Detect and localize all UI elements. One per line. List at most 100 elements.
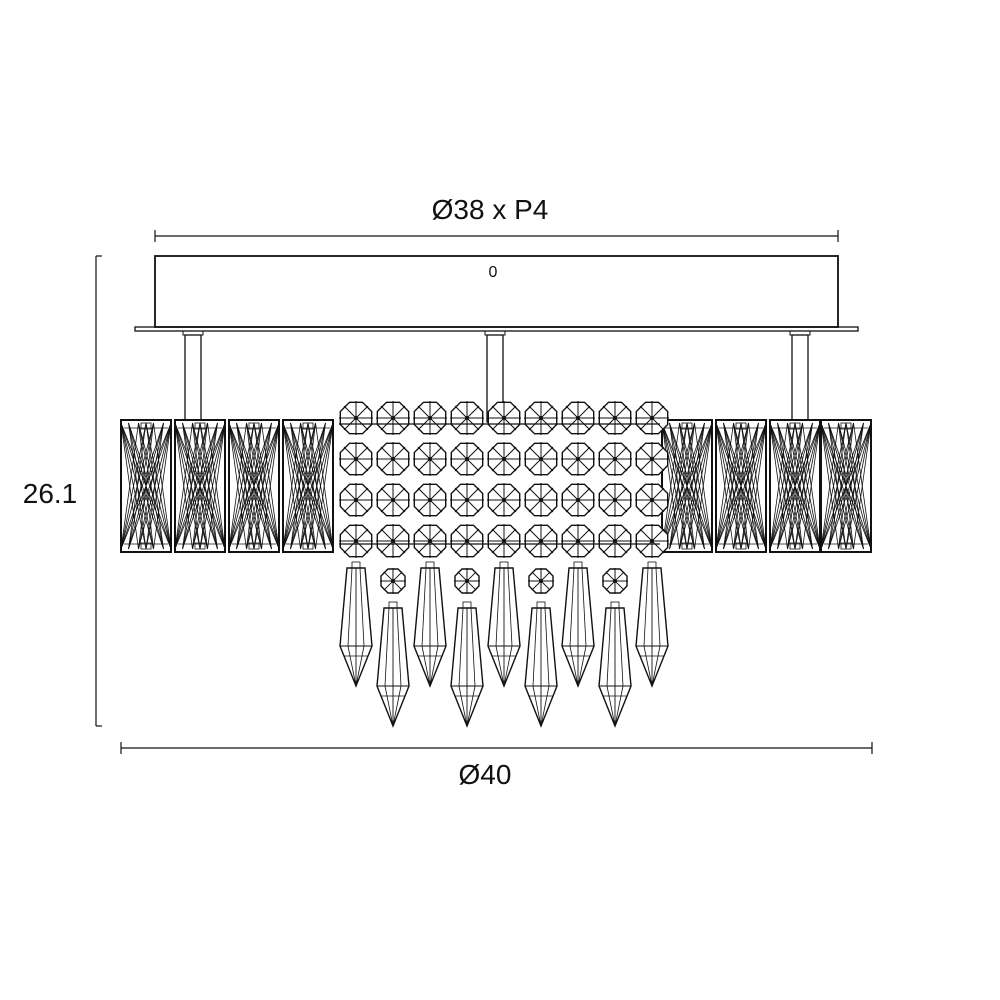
pendant-drop: [635, 561, 669, 688]
clip: [681, 422, 693, 430]
facet-line: [845, 422, 872, 550]
drop-facet: [347, 567, 353, 647]
drop-facet: [347, 645, 357, 687]
facet-line: [261, 422, 280, 550]
drop-facet: [495, 645, 505, 687]
octagon-crystal: [339, 483, 373, 517]
rod: [184, 334, 202, 423]
support-rod: [182, 330, 204, 423]
facet-line: [733, 422, 767, 550]
octagon-crystal: [635, 524, 669, 558]
facet-line: [715, 422, 759, 550]
pendant-drop: [413, 561, 447, 688]
octagon-center: [502, 539, 506, 543]
facet-line: [174, 422, 201, 550]
facet-line: [228, 422, 262, 550]
clip: [735, 422, 747, 430]
facet-line: [715, 422, 767, 550]
octagon-center: [613, 539, 617, 543]
octagon-crystal: [635, 442, 669, 476]
facet-line: [207, 422, 226, 550]
pendant-drop: [450, 601, 484, 728]
octagon-crystal: [380, 568, 406, 594]
octagon-crystal: [524, 401, 558, 435]
octagon-center: [428, 539, 432, 543]
octagon-crystal: [598, 483, 632, 517]
drop-hook: [647, 561, 657, 569]
top-width-label: Ø38 x P4: [431, 194, 549, 225]
facet-line: [828, 422, 872, 550]
clip: [248, 422, 260, 430]
octagon-crystal: [602, 568, 628, 594]
facet-line: [128, 422, 154, 550]
facet-line: [661, 422, 688, 550]
facet-line: [120, 422, 154, 550]
octagon-center: [354, 457, 358, 461]
octagon-crystal: [487, 401, 521, 435]
octagon-crystal: [598, 524, 632, 558]
facet-line: [138, 422, 172, 550]
octagon-center: [613, 416, 617, 420]
facet-line: [828, 422, 854, 550]
octagon-center: [650, 498, 654, 502]
drop-hook: [388, 601, 398, 609]
facet-line: [228, 422, 247, 550]
facet-line: [838, 422, 872, 550]
facet-line: [228, 422, 272, 550]
facet-line: [661, 422, 680, 550]
facet-line: [769, 422, 821, 550]
octagon-center: [539, 579, 543, 583]
facet-line: [228, 422, 255, 550]
crystal-block: [769, 419, 821, 553]
octagon-crystal: [561, 442, 595, 476]
octagon-center: [391, 539, 395, 543]
drop-facet: [614, 685, 624, 727]
drop-facet: [359, 567, 365, 647]
facet-line: [120, 422, 164, 550]
crystal-block: [282, 419, 334, 553]
facet-line: [733, 422, 759, 550]
octagon-crystal: [413, 401, 447, 435]
octagon-crystal: [450, 483, 484, 517]
octagon-center: [354, 416, 358, 420]
drop-hook: [351, 561, 361, 569]
facet-line: [715, 422, 734, 550]
octagon-center: [391, 457, 395, 461]
octagon-center: [613, 579, 617, 583]
facet-line: [290, 422, 316, 550]
facet-line: [174, 422, 193, 550]
facet-line: [182, 422, 208, 550]
octagon-center: [465, 457, 469, 461]
crystal-block: [661, 419, 713, 553]
drop-facet: [643, 567, 649, 647]
drop-hook: [462, 601, 472, 609]
pendant-drop: [487, 561, 521, 688]
octagon-center: [465, 539, 469, 543]
drop-facet: [421, 645, 431, 687]
octagon-center: [391, 416, 395, 420]
octagon-center: [539, 498, 543, 502]
crystal-block: [715, 419, 767, 553]
facet-line: [715, 422, 749, 550]
facet-line: [820, 422, 839, 550]
facet-line: [120, 422, 172, 550]
drop-facet: [532, 685, 542, 727]
octagon-center: [502, 416, 506, 420]
facet-line: [282, 422, 326, 550]
clip: [840, 542, 852, 550]
drop-facet: [532, 607, 538, 687]
octagon-center: [650, 416, 654, 420]
drop-facet: [470, 607, 476, 687]
clip: [194, 422, 206, 430]
drop-facet: [643, 645, 653, 687]
drop-facet: [581, 567, 587, 647]
facet-line: [679, 422, 713, 550]
facet-line: [820, 422, 847, 550]
facet-line: [246, 422, 280, 550]
octagon-crystal: [376, 524, 410, 558]
clip: [789, 422, 801, 430]
top-dimension-line: [154, 230, 839, 242]
pendant-drop: [561, 561, 595, 688]
octagon-center: [576, 498, 580, 502]
drop-facet: [433, 567, 439, 647]
